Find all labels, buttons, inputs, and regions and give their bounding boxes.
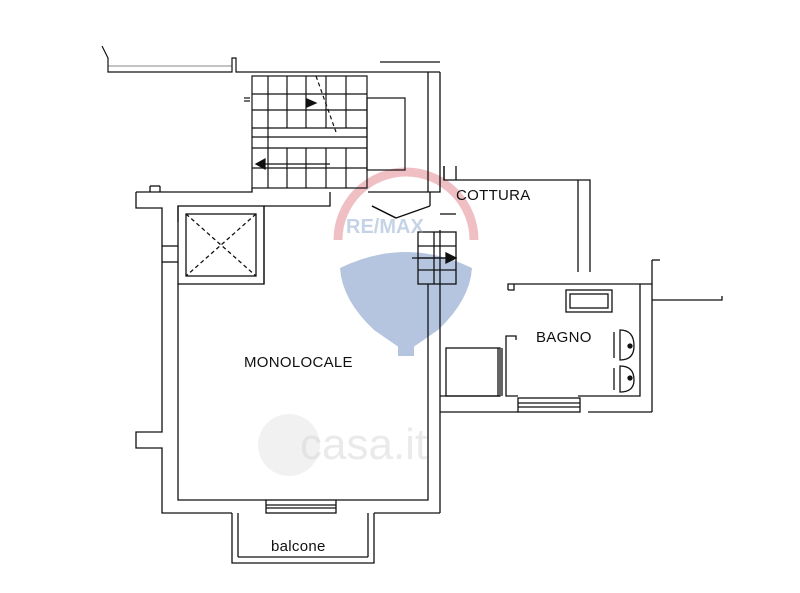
outer-boundary-top [101,45,440,73]
room-label-cottura: COTTURA [456,187,531,204]
room-label-balcone: balcone [271,538,326,555]
remax-watermark: RE/MAX [346,216,424,238]
remax-balloon-icon [333,167,479,356]
staircase [244,75,406,189]
room-label-monolocale: MONOLOCALE [244,354,353,371]
casa-watermark: casa.it [300,420,428,469]
room-label-bagno: BAGNO [536,329,592,346]
walls [135,72,723,564]
casa-house-icon [258,414,320,476]
